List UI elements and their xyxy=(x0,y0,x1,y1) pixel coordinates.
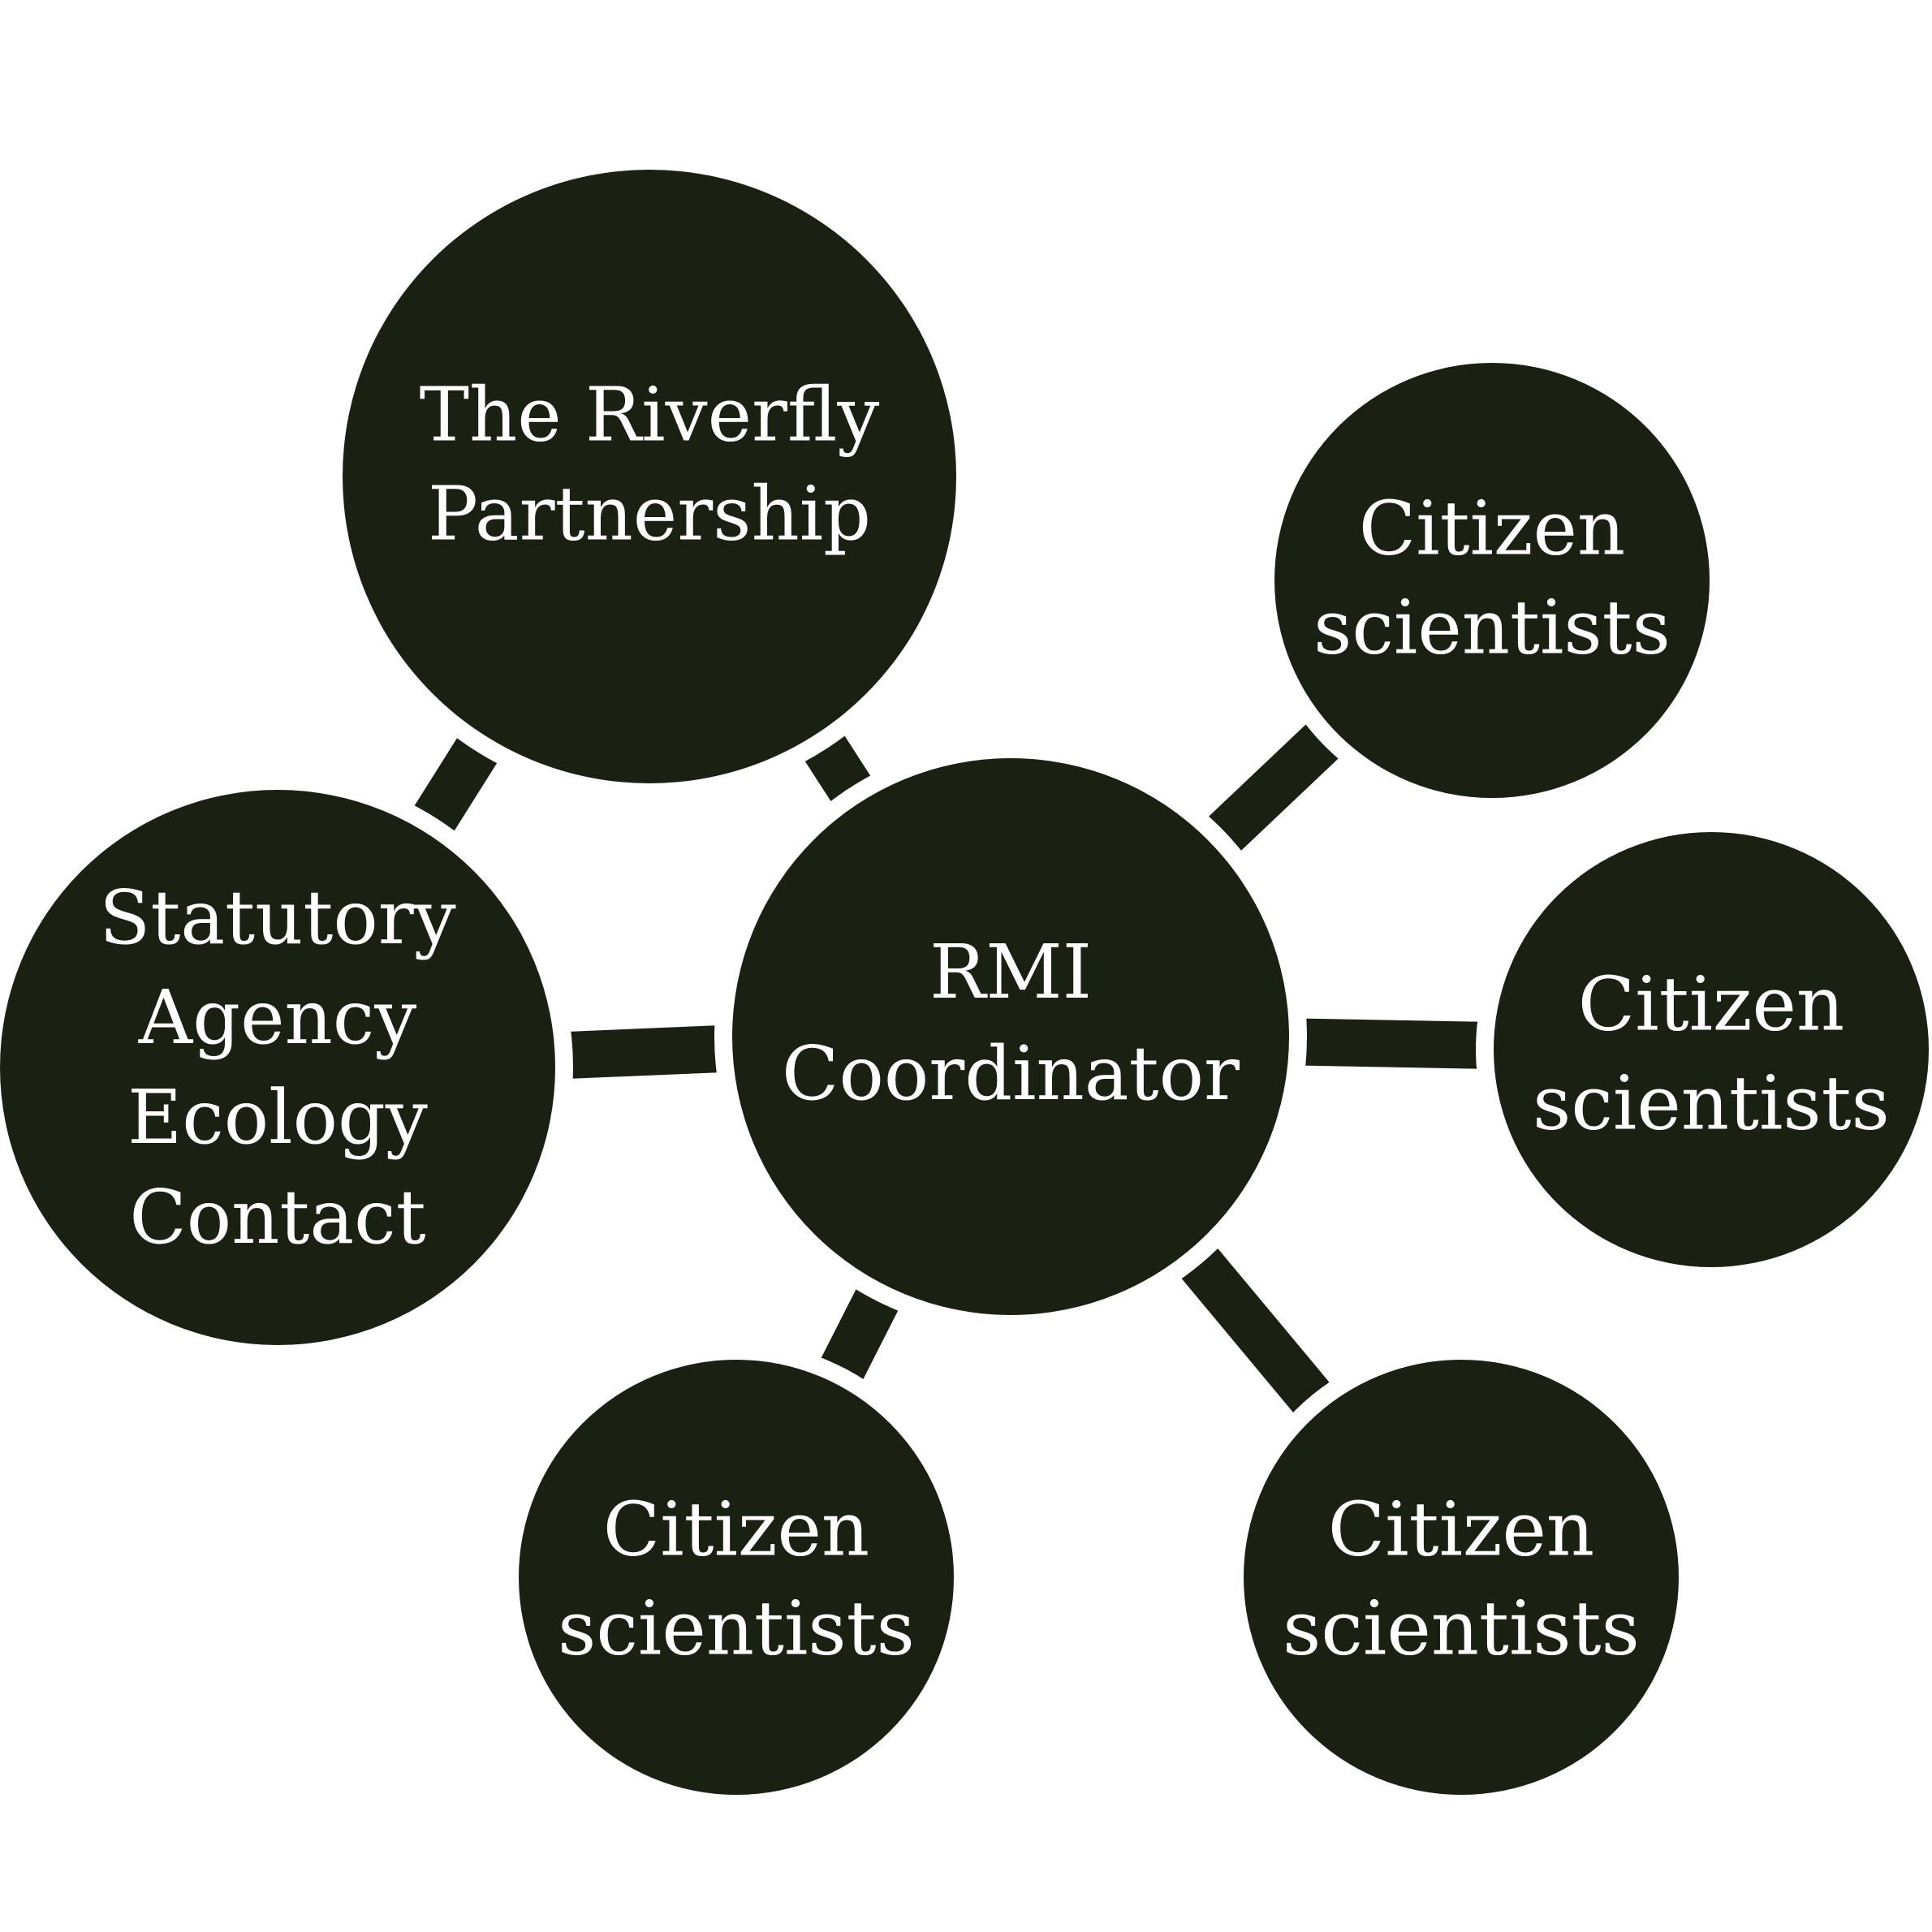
node-circle xyxy=(519,1360,954,1795)
node-label: scientists xyxy=(558,1585,915,1672)
node-circle xyxy=(343,170,956,783)
node-citizen-top-right: Citizen scientists xyxy=(1257,345,1727,816)
node-citizen-bottom-left: Citizen scientists xyxy=(501,1342,972,1813)
node-label: Citizen xyxy=(1328,1486,1594,1573)
node-group: RMI Coordinator The RiverflyPartnershipSta… xyxy=(0,152,1932,1813)
node-label: Statutory xyxy=(99,874,455,961)
node-label: Coordinator xyxy=(782,1030,1240,1117)
node-label: Citizen xyxy=(1578,961,1844,1048)
node-label: The Riverfly xyxy=(420,372,880,459)
node-coordinator: RMI Coordinator xyxy=(714,740,1307,1333)
node-label: Citizen xyxy=(603,1486,869,1573)
node-circle xyxy=(732,758,1289,1315)
node-citizen-bottom-right: Citizen scientists xyxy=(1226,1342,1697,1813)
node-label: Ecology xyxy=(127,1074,428,1161)
node-citizen-right: Citizen scientists xyxy=(1476,814,1932,1285)
node-label: RMI xyxy=(929,929,1092,1016)
node-label: Citizen xyxy=(1359,485,1625,572)
node-label: Agency xyxy=(138,974,417,1061)
node-circle xyxy=(1494,832,1929,1267)
node-label: scientists xyxy=(1533,1060,1890,1147)
node-circle xyxy=(1274,363,1710,798)
node-circle xyxy=(1244,1360,1679,1795)
node-label: Contact xyxy=(129,1174,425,1261)
node-circle xyxy=(0,790,555,1345)
node-label: Partnership xyxy=(428,471,871,558)
node-label: scientists xyxy=(1313,584,1671,671)
node-label: scientists xyxy=(1283,1585,1640,1672)
